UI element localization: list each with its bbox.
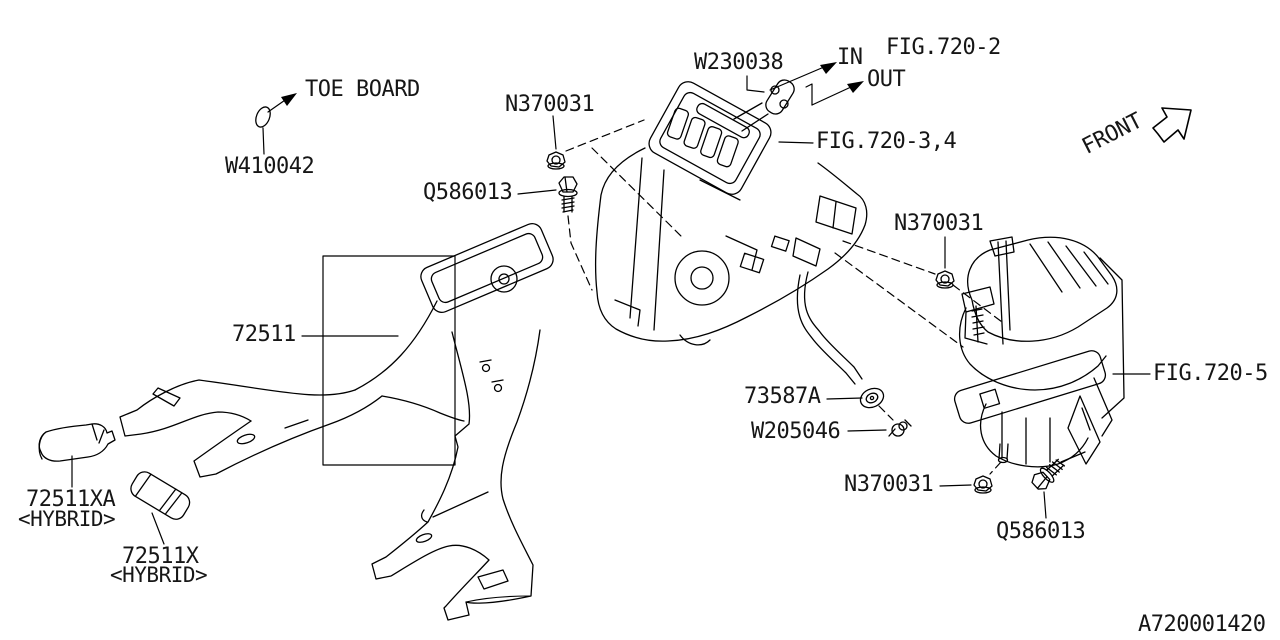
bolt-tip-line [1061,452,1085,462]
nut-icon [973,475,993,494]
blower-unit-drawing [952,237,1124,467]
fig-720-3-4-ref: FIG.720-3,4 [816,129,957,154]
flow-in-label: IN [837,45,863,70]
hybrid-duct-xa-drawing [39,424,115,461]
flow-out-label: OUT [867,67,906,92]
bolt-icon [558,176,578,213]
clamp-icon [889,420,911,436]
callout-box [323,256,455,465]
nut-icon [935,270,955,289]
callout-72511: 72511 [232,322,296,347]
callout-72511xa: 72511XA [26,487,116,512]
nut-icon [546,151,566,170]
front-arrow-icon [1153,108,1191,142]
out-arrow-icon [847,81,864,93]
leader-lines [72,67,1150,544]
callout-w205046: W205046 [751,419,841,444]
callout-n370031-top: N370031 [505,92,595,117]
floor-duct-drawing [120,221,556,620]
heater-unit-drawing [596,78,867,345]
callout-n370031-right: N370031 [894,211,984,236]
callout-73587a: 73587A [744,384,821,409]
toe-board-note: TOE BOARD [305,77,420,102]
dashed-lines [566,120,1002,474]
drawing-number: A720001420 [1138,612,1266,637]
in-arrow-icon [820,62,837,74]
arrowheads [281,62,864,106]
clip-icon [253,105,273,129]
pipe-flange-icon [763,77,797,117]
fig-720-2-ref: FIG.720-2 [886,35,1001,60]
callout-72511x: 72511X [122,544,199,569]
callout-w410042: W410042 [225,154,315,179]
grommet-icon [857,385,886,411]
callout-w230038: W230038 [694,50,784,75]
drain-hose-drawing [797,272,862,384]
hybrid-duct-x-drawing [128,469,193,523]
callout-q586013-left: Q586013 [423,180,513,205]
callout-q586013-bottom: Q586013 [996,519,1086,544]
callout-n370031-bottom: N370031 [844,472,934,497]
toe-board-arrow-icon [281,93,297,106]
hybrid-note-a: <HYBRID> [18,507,116,531]
hybrid-note-b: <HYBRID> [110,563,208,587]
fig-720-5-ref: FIG.720-5 [1153,361,1268,386]
